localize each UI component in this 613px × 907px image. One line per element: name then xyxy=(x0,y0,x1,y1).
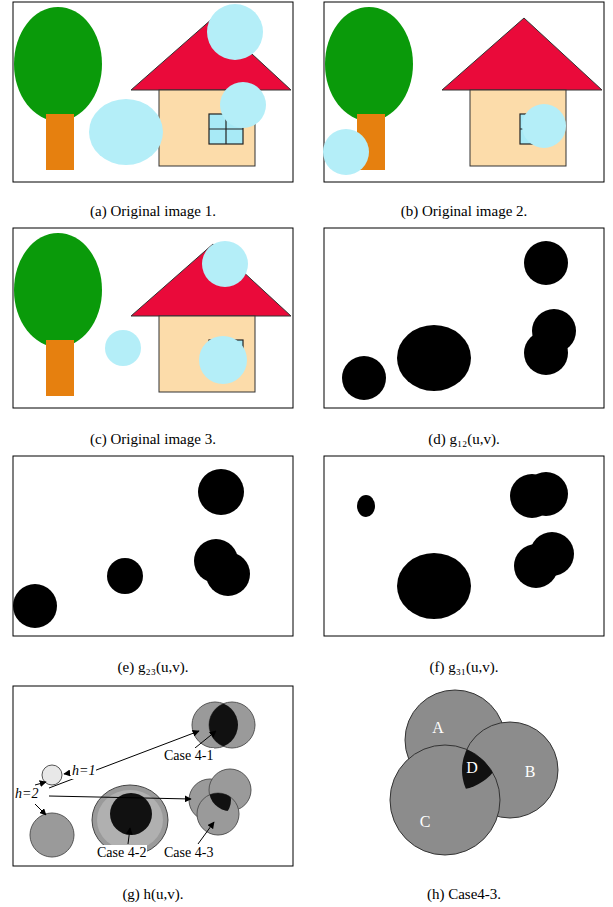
figure-caption: (b) Original image 2. xyxy=(401,203,528,220)
figure-caption: (h) Case4-3. xyxy=(427,886,501,903)
difference-blobs xyxy=(342,241,576,400)
difference-blobs xyxy=(13,469,250,628)
region-letter: C xyxy=(420,813,431,831)
panel-b xyxy=(323,2,604,182)
region-letter: B xyxy=(525,763,536,781)
panel-g xyxy=(13,686,293,866)
panel-e xyxy=(13,456,293,636)
figure-caption: (c) Original image 3. xyxy=(90,431,216,448)
h2-region xyxy=(30,813,74,857)
h3-core xyxy=(209,702,255,748)
difference-blobs xyxy=(357,472,574,619)
case-label: Case 4-3 xyxy=(163,845,214,861)
panel-c xyxy=(13,228,293,408)
occlusion-blobs xyxy=(105,241,248,384)
panel-d xyxy=(324,228,604,408)
region-d xyxy=(390,745,500,855)
region-letter: D xyxy=(466,759,478,777)
panel-a xyxy=(13,2,293,182)
leader-arrows xyxy=(35,731,216,844)
h2-region xyxy=(209,702,255,748)
region-c xyxy=(390,745,500,855)
figure-caption: (g) h(u,v). xyxy=(122,886,183,903)
figure-caption: (d) g₁₂(u,v). xyxy=(428,431,500,448)
h3-core xyxy=(197,793,239,835)
case-label: Case 4-1 xyxy=(163,748,214,764)
h2-region xyxy=(197,793,239,835)
figure-caption: (f) g₃₁(u,v). xyxy=(429,659,498,676)
panel-f xyxy=(324,456,604,636)
h2-inner xyxy=(97,790,163,850)
region-letter: A xyxy=(432,719,444,737)
figure-caption: (e) g₂₃(u,v). xyxy=(118,659,189,676)
occlusion-blobs xyxy=(89,4,266,165)
h3-core xyxy=(110,793,152,835)
level-label: h=2 xyxy=(14,786,39,802)
occlusion-blobs xyxy=(323,104,566,175)
case-label: Case 4-2 xyxy=(96,845,147,861)
panel-h xyxy=(390,690,558,855)
level-label: h=1 xyxy=(71,763,96,779)
figure-caption: (a) Original image 1. xyxy=(90,203,216,220)
